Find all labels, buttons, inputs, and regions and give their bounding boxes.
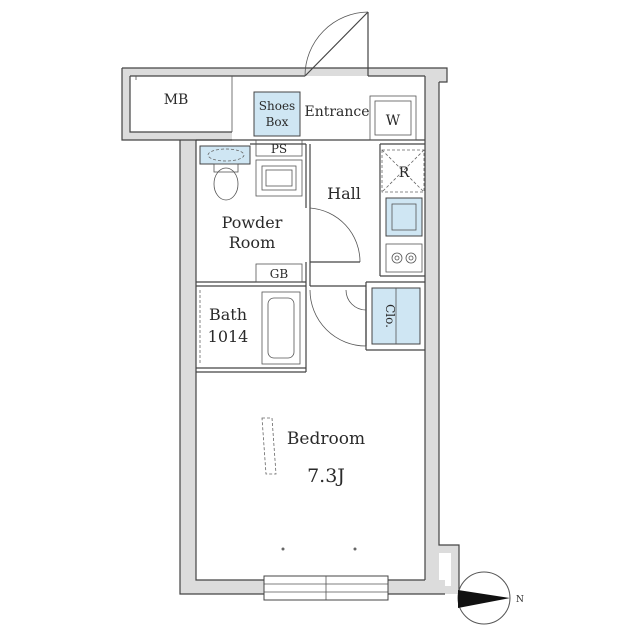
powder-room-label-1: Powder	[222, 213, 283, 232]
mb-room: MB	[135, 76, 233, 132]
refrigerator: R	[381, 149, 425, 193]
powder-room-label-2: Room	[229, 233, 275, 252]
compass: N	[457, 571, 524, 625]
entrance-label: Entrance	[304, 104, 369, 120]
bath-label-2: 1014	[208, 327, 249, 346]
shoes-box-label-1: Shoes	[259, 99, 295, 113]
gb-label: GB	[270, 267, 289, 281]
bedroom-door	[309, 289, 367, 347]
bedroom-label: Bedroom	[287, 429, 365, 449]
bedroom-size: 7.3J	[307, 465, 345, 487]
compass-north-label: N	[516, 595, 524, 605]
shoes-box-label-2: Box	[266, 115, 289, 129]
gb-box: GB	[255, 263, 303, 283]
closet-label: Clo.	[383, 304, 397, 328]
bath: Bath 1014	[199, 290, 301, 365]
compass-arrow-icon	[458, 590, 510, 608]
entrance-door	[304, 11, 369, 77]
hall-label: Hall	[327, 184, 361, 203]
bedroom: Bedroom 7.3J	[261, 417, 365, 551]
closet: Clo.	[371, 287, 421, 345]
ps-box: PS	[255, 139, 303, 157]
mb-label: MB	[164, 92, 189, 108]
washer-label: W	[386, 113, 401, 129]
refrigerator-label: R	[399, 165, 410, 181]
bath-label-1: Bath	[209, 305, 247, 324]
bottom-window	[263, 575, 389, 601]
washer: W	[369, 95, 417, 141]
stove	[385, 243, 423, 273]
ps-label: PS	[271, 142, 287, 156]
shoes-box: Shoes Box	[253, 91, 301, 137]
hall-door	[309, 207, 361, 263]
kitchen-sink	[385, 197, 423, 237]
powder-room: Powder Room	[199, 145, 303, 252]
